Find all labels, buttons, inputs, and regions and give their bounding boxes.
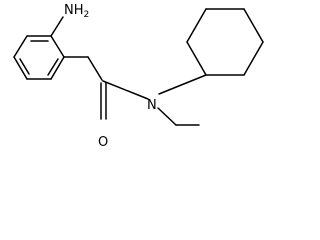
ethyl-bond [157,107,177,126]
ring-double-bond [19,58,30,75]
ring-bond [186,8,207,43]
benzene-ring [13,35,65,80]
amide-c-n-bond [102,80,149,100]
chemical-structure: NH2 O N [13,3,264,150]
amine-label: NH2 [64,3,89,20]
ring-bond [243,41,264,76]
ring-bond [186,41,207,76]
ring-bond [243,8,264,43]
ring-double-bond [47,58,59,76]
cyclohexyl-bond [158,74,207,95]
amide-nitrogen-label: N [147,98,157,113]
amine-bond [50,16,64,37]
carbonyl-oxygen-label: O [98,135,108,150]
ring-bond [13,35,28,58]
ring-bond [50,56,65,80]
ring-bond [13,56,28,80]
cyclohexane-ring [186,8,264,76]
methylene-bond [87,56,103,81]
ring-bond [50,35,65,58]
